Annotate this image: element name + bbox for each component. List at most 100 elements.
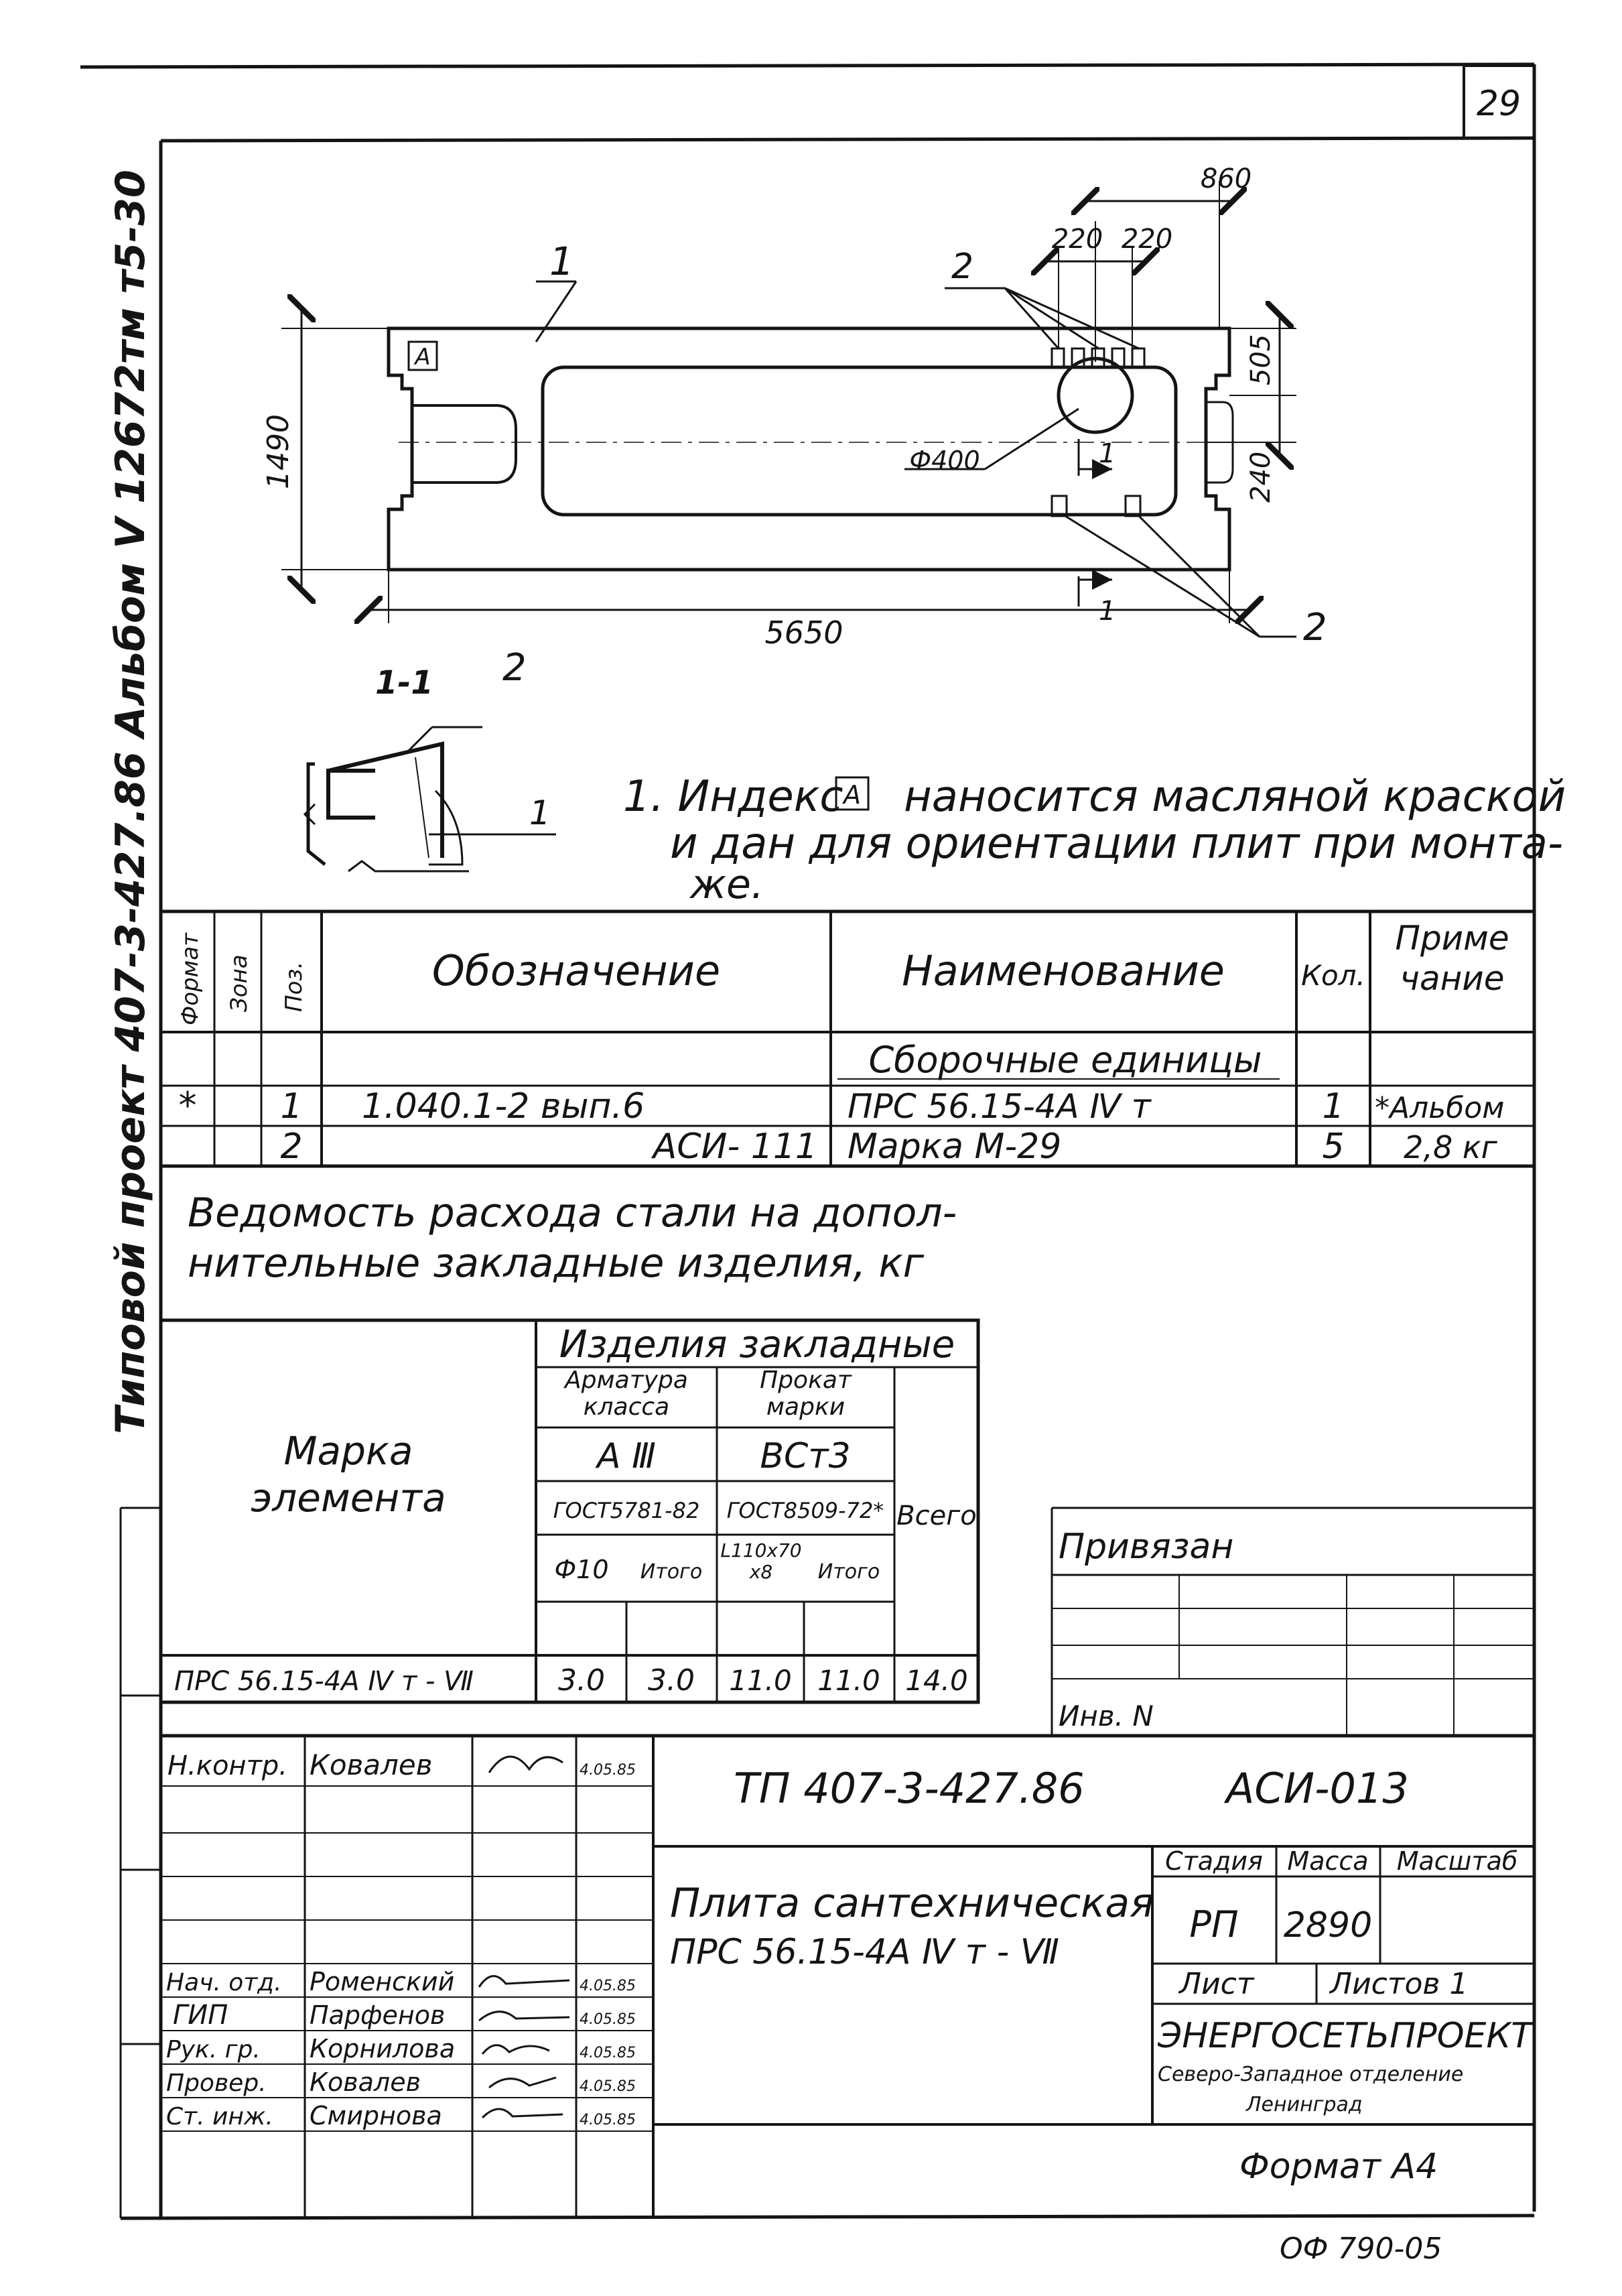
product-name-2: ПРС 56.15-4А Ⅳ т - Ⅶ bbox=[670, 1932, 1059, 1972]
dim-505: 505 bbox=[1245, 334, 1276, 385]
section-1-1 bbox=[303, 726, 556, 873]
note-line-1: 1. Индекс наносится масляной краской bbox=[623, 772, 1566, 822]
spec-section-title: Сборочные единицы bbox=[868, 1039, 1262, 1081]
steel-sub-itogo-1: Итого bbox=[640, 1560, 702, 1584]
format-label: Формат А4 bbox=[1239, 2147, 1438, 2187]
spec-row: 2 АСИ- 111 Марка М-29 5 2,8 кг bbox=[280, 1127, 1497, 1167]
mass-value: 2890 bbox=[1284, 1905, 1372, 1946]
spec-row-1-name: ПРС 56.15-4А Ⅳ т bbox=[848, 1087, 1152, 1126]
sheets-label: Листов 1 bbox=[1329, 1967, 1468, 2001]
steel-row-mark: ПРС 56.15-4А Ⅳ т - Ⅶ bbox=[174, 1666, 474, 1697]
spec-header-format: Формат bbox=[177, 932, 204, 1025]
dim-1490: 1490 bbox=[261, 414, 295, 489]
person-date: 4.05.85 bbox=[580, 2078, 636, 2095]
note-line-3: же. bbox=[689, 861, 764, 908]
sheet-number: 29 bbox=[1477, 84, 1521, 124]
person-name: Корнилова bbox=[310, 2034, 455, 2063]
dim-220-a: 220 bbox=[1052, 224, 1103, 255]
spec-header-qty: Кол. bbox=[1301, 959, 1365, 992]
spec-row-2-pos: 2 bbox=[280, 1127, 302, 1167]
signature-mark bbox=[478, 2011, 570, 2022]
person-role: Н.контр. bbox=[167, 1750, 287, 1781]
steel-rolled-grade: ВСт3 bbox=[760, 1436, 850, 1476]
spec-row-1-qty: 1 bbox=[1322, 1086, 1344, 1127]
pos-label-2-top: 2 bbox=[951, 247, 973, 287]
pos-label-2-bottom: 2 bbox=[1303, 606, 1327, 649]
title-person: Нач. отд. Роменский 4.05.85 bbox=[166, 1967, 636, 1996]
steel-head-rebar: Арматура класса bbox=[565, 1367, 688, 1421]
steel-row-phi10: 3.0 bbox=[558, 1663, 605, 1698]
title-person: Рук. гр. Корнилова 4.05.85 bbox=[166, 2034, 636, 2063]
mass-label: Масса bbox=[1287, 1846, 1368, 1876]
sheet-label: Лист bbox=[1178, 1967, 1255, 2001]
spec-row-2-designation: АСИ- 111 bbox=[651, 1127, 817, 1167]
steel-row-itogo-1: 3.0 bbox=[648, 1663, 695, 1698]
steel-row: ПРС 56.15-4А Ⅳ т - Ⅶ 3.0 3.0 11.0 11.0 1… bbox=[174, 1663, 968, 1698]
scale-label: Масштаб bbox=[1397, 1846, 1518, 1876]
note-index-box bbox=[835, 776, 870, 811]
attached-title: Привязан bbox=[1059, 1527, 1233, 1567]
section-label-2: 2 bbox=[502, 646, 527, 690]
spec-row-1-format: * bbox=[179, 1084, 197, 1127]
section-title: 1-1 bbox=[375, 664, 433, 702]
attached-inv: Инв. N bbox=[1059, 1700, 1154, 1732]
spec-row-2-qty: 5 bbox=[1322, 1127, 1344, 1167]
side-stamp: Типовой проект 407-3-427.86 Альбом Ⅴ 126… bbox=[107, 170, 154, 1434]
spec-header-zone: Зона bbox=[226, 954, 253, 1012]
person-role: Провер. bbox=[166, 2069, 267, 2097]
person-name: Роменский bbox=[310, 1967, 454, 1996]
steel-rolled-gost: ГОСТ8509-72* bbox=[727, 1498, 884, 1523]
sheet-frame bbox=[80, 62, 1536, 2220]
person-name: Смирнова bbox=[310, 2101, 442, 2130]
org-name: ЭНЕРГОСЕТЬПРОЕКТ bbox=[1157, 2016, 1535, 2056]
steel-rebar-grade: А Ⅲ bbox=[595, 1436, 656, 1476]
spec-row-2-note: 2,8 кг bbox=[1404, 1129, 1498, 1165]
person-role: Ст. инж. bbox=[166, 2103, 273, 2130]
steel-sub-l110: L110х70х8 bbox=[720, 1540, 801, 1583]
section-mark-bottom: 1 bbox=[1099, 596, 1116, 627]
steel-head-rolled: Прокат марки bbox=[760, 1367, 852, 1421]
org-city: Ленинград bbox=[1245, 2093, 1363, 2116]
steel-row-l110: 11.0 bbox=[729, 1664, 792, 1697]
person-date: 4.05.85 bbox=[580, 1762, 636, 1779]
signature-mark bbox=[478, 1975, 570, 1988]
dim-220-b: 220 bbox=[1122, 224, 1172, 255]
steel-title-1: Ведомость расхода стали на допол- bbox=[188, 1190, 957, 1236]
steel-sub-phi10: Ф10 bbox=[554, 1555, 608, 1584]
spec-header-note: Приме чание bbox=[1395, 919, 1509, 998]
person-date: 4.05.85 bbox=[580, 2112, 636, 2128]
dim-860: 860 bbox=[1201, 164, 1252, 194]
steel-head-products: Изделия закладные bbox=[559, 1323, 955, 1366]
title-block bbox=[161, 1734, 1534, 2218]
dim-5650: 5650 bbox=[764, 615, 843, 651]
steel-head-total: Всего bbox=[896, 1501, 977, 1531]
note-index-mark: A bbox=[841, 780, 861, 810]
title-person: Провер. Ковалев 4.05.85 bbox=[166, 2067, 636, 2097]
doc-code: ТП 407-3-427.86 bbox=[734, 1764, 1085, 1813]
signature-mark bbox=[488, 1755, 563, 1773]
person-name: Ковалев bbox=[310, 1748, 432, 1781]
pos-label-1: 1 bbox=[549, 239, 574, 284]
signature-mark bbox=[488, 2076, 557, 2089]
person-role: Нач. отд. bbox=[166, 1969, 282, 1996]
section-label-1: 1 bbox=[529, 793, 551, 832]
dim-diameter-400: Ф400 bbox=[909, 446, 979, 475]
person-role: ГИП bbox=[173, 2000, 228, 2031]
note-line-2: и дан для ориентации плит при монта- bbox=[670, 819, 1563, 869]
section-mark-top: 1 bbox=[1099, 438, 1116, 469]
person-name: Парфенов bbox=[310, 2000, 445, 2030]
doc-mark: АСИ-013 bbox=[1223, 1764, 1409, 1813]
org-department: Северо-Западное отделение bbox=[1158, 2063, 1463, 2086]
spec-row-1-designation: 1.040.1-2 вып.6 bbox=[362, 1086, 645, 1127]
steel-rebar-gost: ГОСТ5781-82 bbox=[553, 1498, 700, 1523]
spec-row-1-pos: 1 bbox=[280, 1086, 302, 1127]
steel-sub-itogo-2: Итого bbox=[818, 1560, 880, 1584]
bottom-code: ОФ 790-05 bbox=[1280, 2232, 1442, 2266]
spec-header-pos: Поз. bbox=[281, 962, 308, 1012]
product-name-1: Плита сантехническая bbox=[670, 1880, 1154, 1927]
steel-row-total: 14.0 bbox=[905, 1664, 968, 1697]
person-name: Ковалев bbox=[310, 2067, 421, 2097]
person-date: 4.05.85 bbox=[580, 2045, 636, 2061]
dim-240: 240 bbox=[1245, 452, 1276, 503]
